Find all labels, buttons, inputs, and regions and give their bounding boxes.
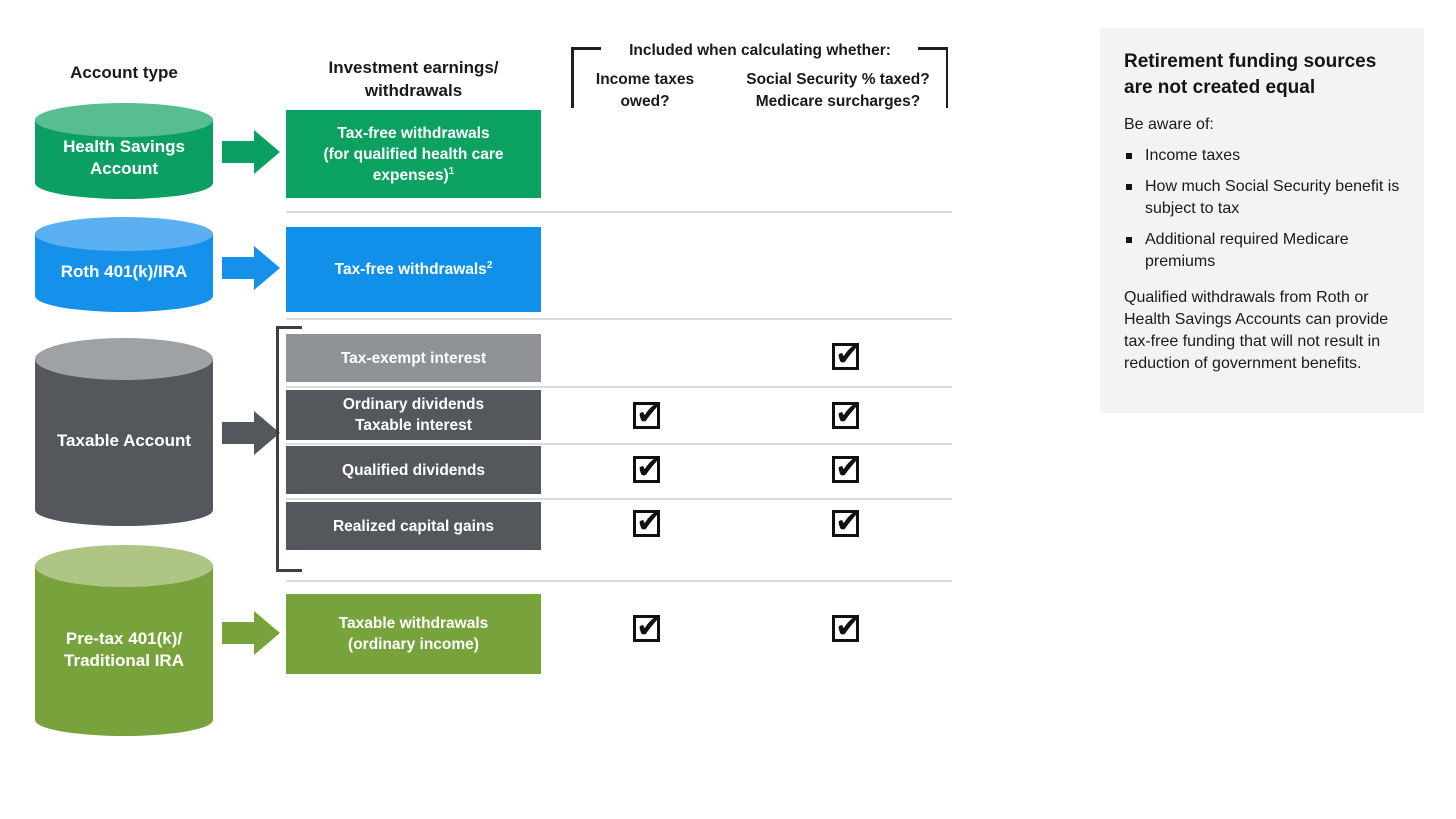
taxable-bracket-top-tick <box>276 326 302 329</box>
income-taxes-owed-column-header: Income taxes owed? <box>595 71 695 110</box>
account-type-header: Account type <box>70 63 178 82</box>
arrow-taxable-icon <box>222 411 282 455</box>
box-roth-tax-free-withdrawals: Tax-free withdrawals2 <box>286 227 541 312</box>
checkbox-checked-icon-ordinary-social: ✔ <box>832 399 861 430</box>
sidebar-title: Retirement funding sources are not creat… <box>1124 51 1377 98</box>
investment-earnings-header-line1: Investment earnings/ <box>328 58 499 77</box>
square-bullet-icon <box>1126 237 1132 243</box>
row-divider <box>286 443 952 445</box>
cylinder-top <box>35 103 213 137</box>
sidebar-intro: Be aware of: <box>1124 116 1214 133</box>
cylinder-label: Roth 401(k)/IRA <box>60 261 188 281</box>
cylinder-roth-401k-ira: Roth 401(k)/IRA <box>35 217 213 312</box>
checkbox-checked-icon-pretax-social: ✔ <box>832 612 861 643</box>
cylinder-body <box>35 566 213 736</box>
square-bullet-icon <box>1126 184 1132 190</box>
row-divider <box>286 386 952 388</box>
sidebar-bullet-list: Income taxes How much Social Security be… <box>1124 145 1400 273</box>
investment-earnings-header: Investment earnings/ withdrawals <box>286 56 541 102</box>
cylinder-label: Pre-tax 401(k)/ Traditional IRA <box>64 628 184 670</box>
checkbox-checked-icon-qualified-social: ✔ <box>832 453 861 484</box>
box-tax-exempt-interest: Tax-exempt interest <box>286 334 541 382</box>
sidebar-bullet-item: Additional required Medicare premiums <box>1124 229 1400 273</box>
checkbox-checked-icon-pretax-income: ✔ <box>633 612 662 643</box>
arrow-hsa-icon <box>222 130 282 174</box>
checkbox-checked-icon-qualified-income: ✔ <box>633 453 662 484</box>
arrow-roth-icon <box>222 246 282 290</box>
checkbox-checked-icon-realized-social: ✔ <box>832 507 861 538</box>
top-bracket-right-vertical <box>945 47 948 108</box>
cylinder-top <box>35 545 213 587</box>
cylinder-pretax-401k-traditional-ira: Pre-tax 401(k)/ Traditional IRA <box>35 545 213 736</box>
box-qualified-dividends: Qualified dividends <box>286 446 541 494</box>
taxable-bracket-bottom-tick <box>276 569 302 572</box>
taxable-bracket-vertical <box>276 326 279 572</box>
cylinder-top <box>35 338 213 380</box>
box-realized-capital-gains: Realized capital gains <box>286 502 541 550</box>
row-divider <box>286 498 952 500</box>
cylinder-label: Health Savings Account <box>63 137 185 178</box>
checkbox-checked-icon-ordinary-income: ✔ <box>633 399 662 430</box>
included-when-calculating-header: Included when calculating whether: <box>629 42 891 59</box>
sidebar-bullet-item: How much Social Security benefit is subj… <box>1124 176 1400 220</box>
checkbox-checked-icon-tax-exempt-social: ✔ <box>832 340 861 371</box>
cylinder-taxable-account: Taxable Account <box>35 338 213 526</box>
arrow-pretax-icon <box>222 611 282 655</box>
row-divider <box>286 211 952 213</box>
cylinder-body <box>35 359 213 526</box>
social-security-medicare-column-header: Social Security % taxed? Medicare surcha… <box>746 71 930 110</box>
checkbox-checked-icon-realized-income: ✔ <box>633 507 662 538</box>
cylinder-label: Taxable Account <box>56 431 192 450</box>
sidebar-paragraph: Qualified withdrawals from Roth or Healt… <box>1124 289 1389 372</box>
investment-earnings-header-line2: withdrawals <box>364 81 463 100</box>
sidebar-callout-panel: Retirement funding sources are not creat… <box>1100 28 1424 413</box>
cylinder-health-savings-account: Health Savings Account <box>35 103 213 199</box>
sidebar-bullet-item: Income taxes <box>1124 145 1400 167</box>
square-bullet-icon <box>1126 153 1132 159</box>
row-divider <box>286 580 952 582</box>
box-hsa-tax-free-withdrawals: Tax-free withdrawals (for qualified heal… <box>286 110 541 198</box>
cylinder-top <box>35 217 213 251</box>
top-bracket-right-horizontal <box>918 47 948 50</box>
top-bracket-left-vertical <box>571 47 574 108</box>
row-divider <box>286 318 952 320</box>
box-ordinary-dividends-taxable-interest: Ordinary dividends Taxable interest <box>286 390 541 440</box>
footnote-2-marker: 2 <box>486 259 493 271</box>
box-taxable-withdrawals: Taxable withdrawals (ordinary income) <box>286 594 541 674</box>
footnote-1-marker: 1 <box>448 165 455 177</box>
top-bracket-left-horizontal <box>571 47 601 50</box>
